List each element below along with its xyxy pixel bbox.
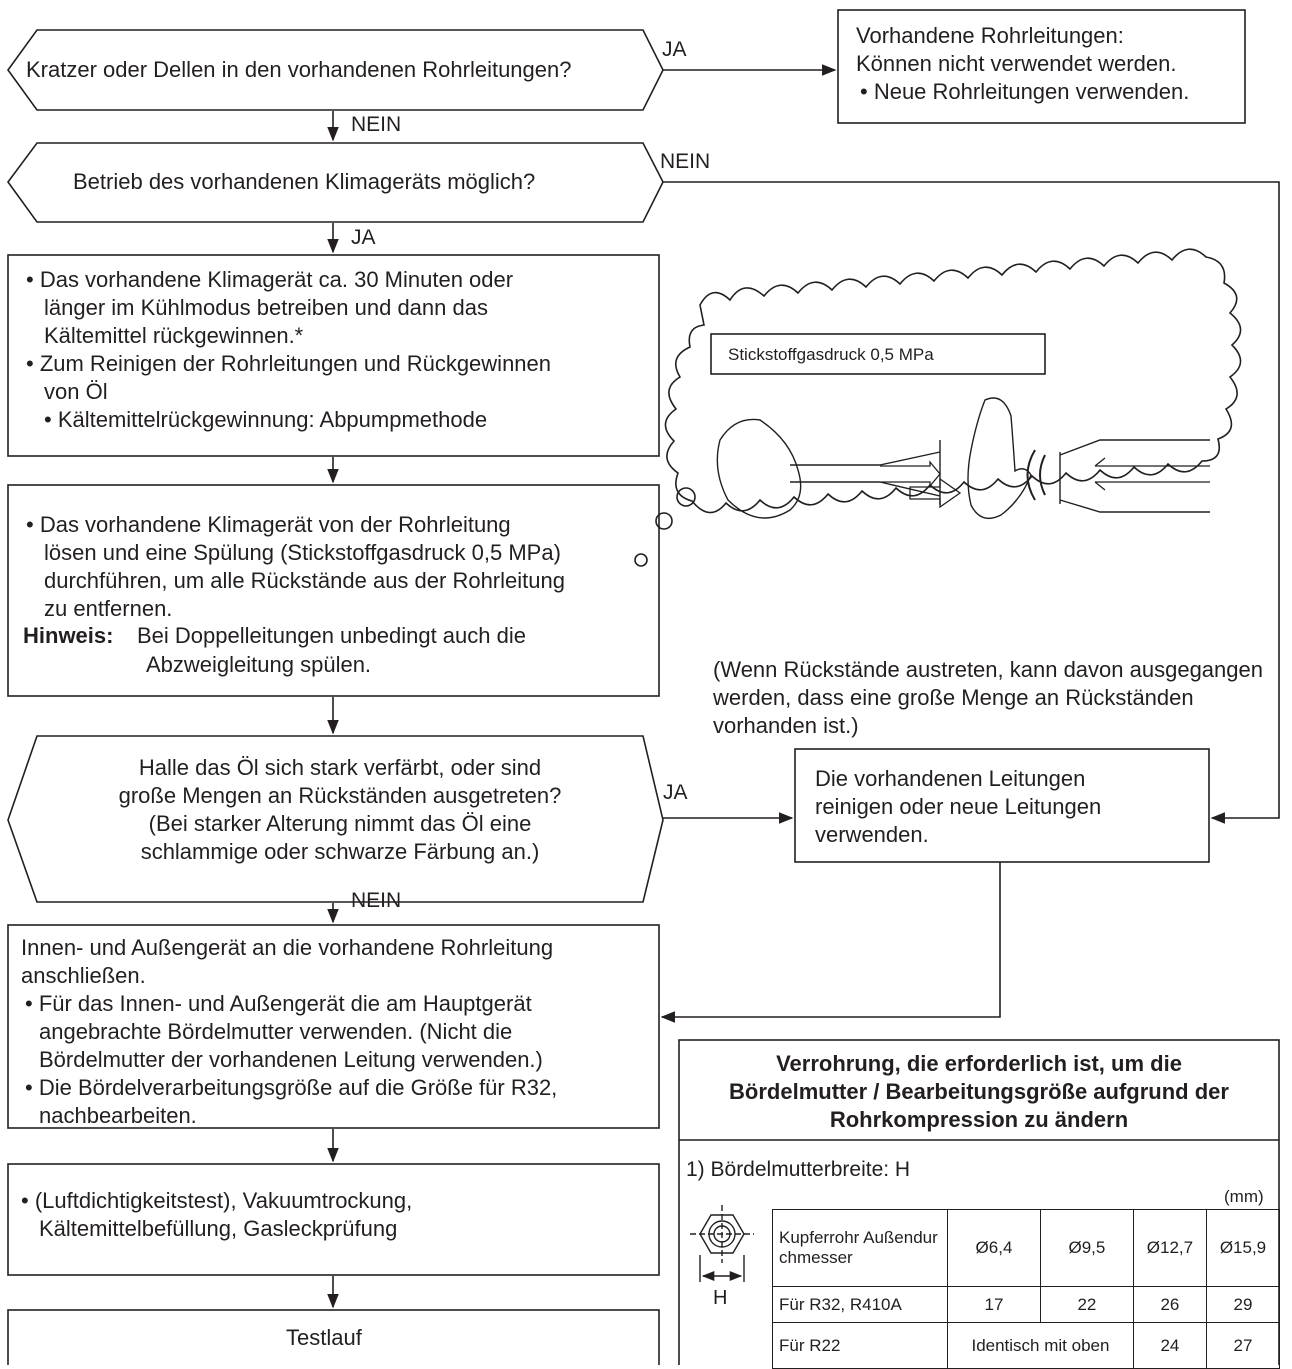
- cool-line: • Kältemittelrückgewinnung: Abpumpmethod…: [44, 407, 488, 432]
- hint-label: Hinweis:: [23, 623, 114, 648]
- size-table-cell: 22: [1039, 1286, 1134, 1323]
- size-table-cell: 26: [1132, 1286, 1207, 1323]
- pressure-label: Stickstoffgasdruck 0,5 MPa: [728, 345, 934, 364]
- panel-frame: [678, 1039, 1280, 1365]
- unusable-line: • Neue Rohrleitungen verwenden.: [860, 79, 1190, 104]
- decision-3-shape: [7, 735, 664, 903]
- run-label: Testlauf: [286, 1325, 362, 1350]
- test-box-frame: [7, 1163, 660, 1276]
- residue-note: (Wenn Rückstände austreten, kann davon a…: [713, 656, 1263, 740]
- panel-title: Verrohrung, die erforderlich ist, um die…: [679, 1050, 1279, 1134]
- clean-box-frame: [794, 748, 1210, 863]
- decision-3: Halle das Öl sich stark verfärbt, oder s…: [40, 754, 640, 866]
- flush-line: • Das vorhandene Klimagerät von der Rohr…: [26, 512, 511, 537]
- right-hand-illustration: [967, 397, 1032, 519]
- cool-line: • Das vorhandene Klimagerät ca. 30 Minut…: [26, 267, 514, 292]
- label-ja-2: JA: [351, 226, 376, 249]
- connect-line: angebrachte Bördelmutter verwenden. (Nic…: [39, 1019, 513, 1044]
- cool-box: • Das vorhandene Klimagerät ca. 30 Minut…: [26, 266, 551, 434]
- test-line: • (Luftdichtigkeitstest), Vakuumtrockung…: [21, 1188, 413, 1213]
- flush-line: lösen und eine Spülung (Stickstoffgasdru…: [44, 540, 561, 565]
- decision-3-line: (Bei starker Alterung nimmt das Öl eine: [148, 811, 532, 836]
- flush-line: durchführen, um alle Rückstände aus der …: [44, 568, 565, 593]
- decision-3-line: große Mengen an Rückständen ausgetreten?: [118, 783, 562, 808]
- cool-line: von Öl: [44, 379, 108, 404]
- size-table-header-cell: Ø15,9: [1205, 1209, 1281, 1287]
- unusable-box: Vorhandene Rohrleitungen: Können nicht v…: [856, 22, 1189, 106]
- label-ja-3: JA: [663, 781, 688, 804]
- panel-title-line: Bördelmutter / Bearbeitungsgröße aufgrun…: [729, 1079, 1229, 1104]
- connect-line: • Die Bördelverarbeitungsgröße auf die G…: [25, 1075, 558, 1100]
- hint-line-1: Bei Doppelleitungen unbedingt auch die: [137, 623, 526, 648]
- panel-title-line: Verrohrung, die erforderlich ist, um die: [776, 1051, 1182, 1076]
- flow-arrow-left: [880, 460, 941, 488]
- label-nein-3: NEIN: [351, 889, 402, 912]
- size-table-cell: Für R32, R410A: [772, 1286, 948, 1323]
- connect-line: Bördelmutter der vorhandenen Leitung ver…: [39, 1047, 543, 1072]
- size-table-header-cell: Ø6,4: [947, 1209, 1041, 1287]
- connect-line: anschließen.: [21, 963, 146, 988]
- clean-line: verwenden.: [815, 822, 929, 847]
- hollow-arrow-right: [909, 477, 962, 509]
- cool-line: • Zum Reinigen der Rohrleitungen und Rüc…: [26, 351, 552, 376]
- size-table-cell: 27: [1205, 1322, 1281, 1369]
- hex-nut-drawing: [690, 1205, 754, 1282]
- flush-box: • Das vorhandene Klimagerät von der Rohr…: [26, 511, 565, 623]
- flush-box-frame: [7, 484, 660, 697]
- connect-line: • Für das Innen- und Außengerät die am H…: [25, 991, 532, 1016]
- size-table-cell: 29: [1205, 1286, 1281, 1323]
- residue-note-line: vorhanden ist.): [713, 713, 859, 738]
- cool-line: länger im Kühlmodus betreiben und dann d…: [44, 295, 488, 320]
- panel-subtitle: 1) Bördelmutterbreite: H: [686, 1158, 911, 1181]
- flush-line: zu entfernen.: [44, 596, 173, 621]
- decision-3-line: schlammige oder schwarze Färbung an.): [140, 839, 540, 864]
- clean-line: Die vorhandenen Leitungen: [815, 766, 1086, 791]
- unusable-line: Können nicht verwendet werden.: [856, 51, 1177, 76]
- cool-line: Kältemittel rückgewinnen.*: [44, 323, 304, 348]
- label-nein-1: NEIN: [351, 113, 402, 136]
- panel-title-line: Rohrkompression zu ändern: [829, 1107, 1129, 1132]
- cool-box-frame: [7, 254, 660, 457]
- size-table-cell: Identisch mit oben: [947, 1322, 1134, 1369]
- cloud-outline: [664, 248, 1242, 514]
- left-hand-illustration: [716, 418, 802, 519]
- size-table-cell: 17: [947, 1286, 1041, 1323]
- nut-label-h: H: [713, 1287, 728, 1309]
- label-nein-2: NEIN: [660, 150, 711, 173]
- residue-note-line: werden, dass eine große Menge an Rückstä…: [713, 685, 1194, 710]
- size-table-header-cell: Kupferrohr Außendur chmesser: [772, 1209, 948, 1287]
- run-box-frame: [7, 1309, 660, 1365]
- size-table-cell: Für R22: [772, 1322, 948, 1369]
- test-box: • (Luftdichtigkeitstest), Vakuumtrockung…: [21, 1187, 412, 1243]
- decision-2: Betrieb des vorhandenen Klimageräts mögl…: [73, 169, 536, 194]
- pressure-label-frame: [710, 333, 1046, 375]
- test-line: Kältemittelbefüllung, Gasleckprüfung: [39, 1216, 398, 1241]
- connect-box-frame: [7, 924, 660, 1129]
- flow-indicator: [1026, 449, 1046, 501]
- decision-1: Kratzer oder Dellen in den vorhandenen R…: [26, 57, 572, 82]
- size-table: Kupferrohr Außendur chmesser Ø6,4 Ø9,5 Ø…: [772, 1209, 1281, 1369]
- hint-line-2: Abzweigleitung spülen.: [146, 652, 372, 677]
- panel-unit: (mm): [1224, 1187, 1264, 1206]
- unusable-line: Vorhandene Rohrleitungen:: [856, 23, 1124, 48]
- size-table-header-cell: Ø12,7: [1132, 1209, 1207, 1287]
- decision-3-line: Halle das Öl sich stark verfärbt, oder s…: [138, 755, 542, 780]
- connect-box: Innen- und Außengerät an die vorhandene …: [21, 934, 557, 1130]
- right-pipe: [1059, 439, 1210, 513]
- connect-line: Innen- und Außengerät an die vorhandene …: [21, 935, 554, 960]
- label-ja-1: JA: [662, 38, 687, 61]
- size-table-header-cell: Ø9,5: [1039, 1209, 1134, 1287]
- connect-line: nachbearbeiten.: [39, 1103, 197, 1128]
- residue-note-line: (Wenn Rückstände austreten, kann davon a…: [713, 657, 1263, 682]
- unusable-box-frame: [837, 9, 1246, 124]
- clean-line: reinigen oder neue Leitungen: [815, 794, 1102, 819]
- size-table-cell: 24: [1132, 1322, 1207, 1369]
- clean-box: Die vorhandenen Leitungen reinigen oder …: [815, 765, 1101, 849]
